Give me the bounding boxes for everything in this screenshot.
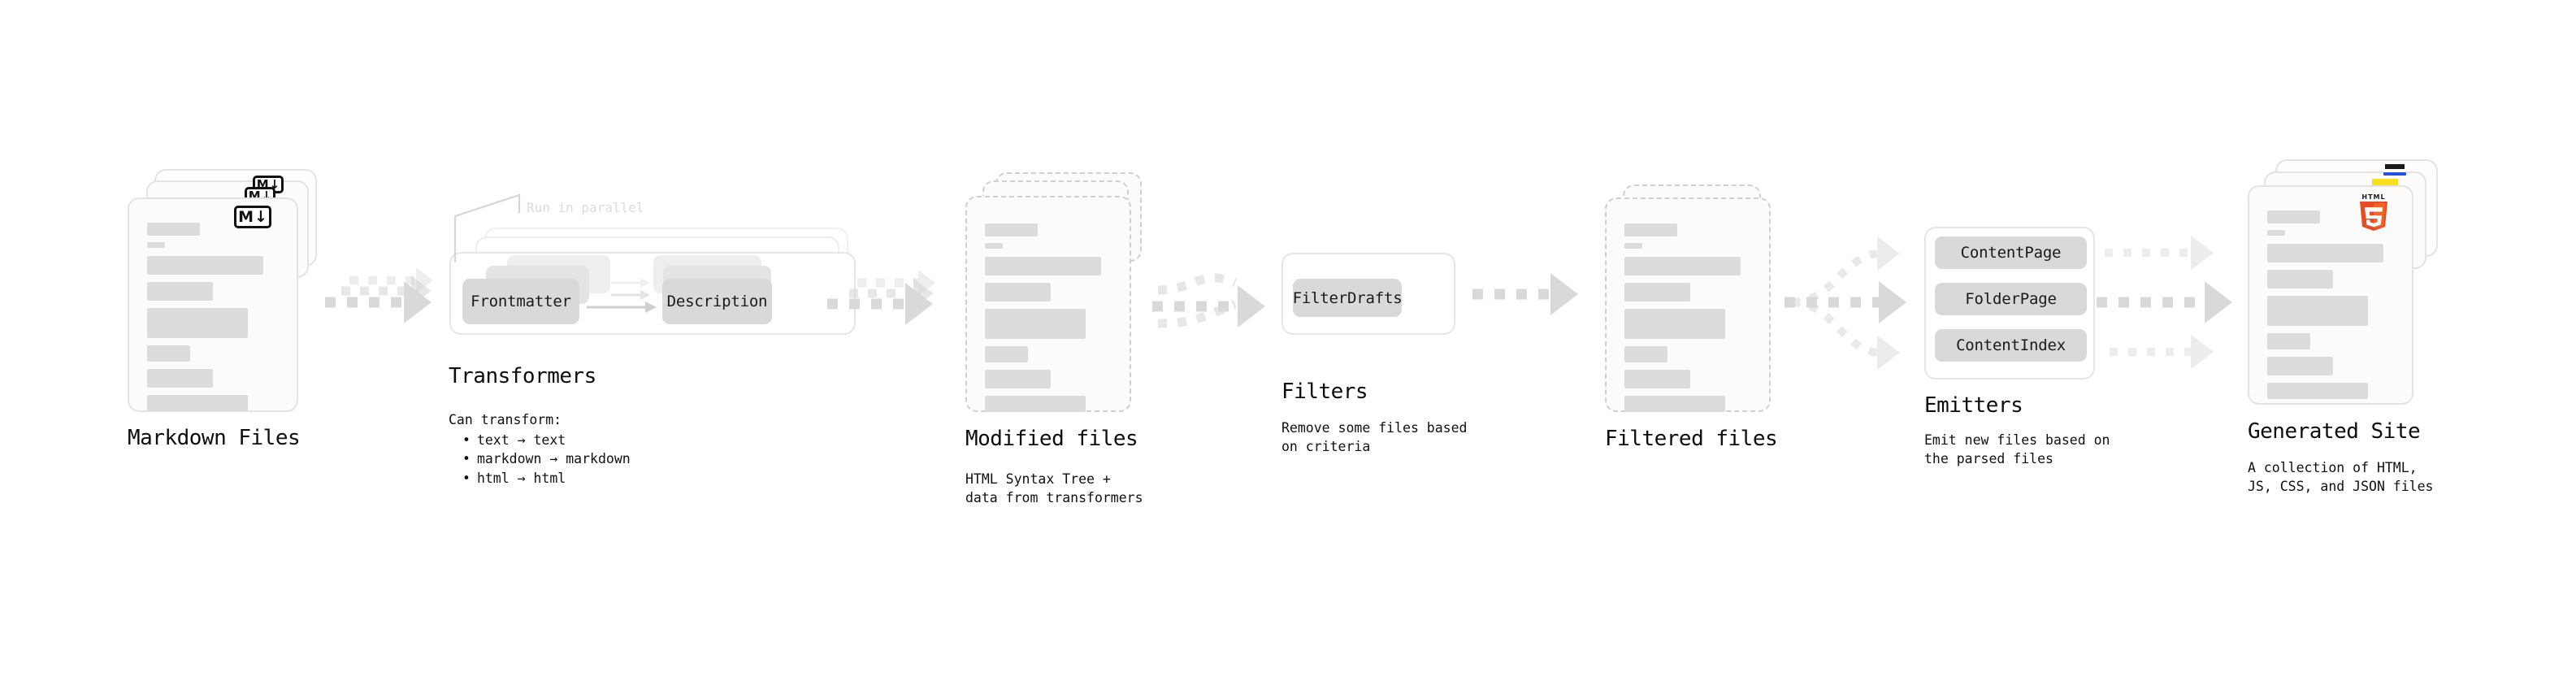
emitter-chip-contentpage[interactable]: ContentPage [1935,236,2087,269]
filter-chip-filterdrafts[interactable]: FilterDrafts [1292,279,1403,317]
chip-label: FilterDrafts [1292,288,1403,307]
skeleton-line [985,223,1038,236]
skeleton-line [985,346,1028,362]
skeleton-line [147,242,165,248]
skeleton-line [1624,243,1642,249]
skeleton-line [2267,357,2333,375]
skeleton-line [147,369,213,388]
transformer-chip-description[interactable]: Description [662,279,772,324]
html5-badge: HTML [2357,193,2390,232]
markdown-card-front [128,197,298,412]
run-in-parallel-label: Run in parallel [527,200,644,215]
generated-site-subtitle: A collection of HTML, JS, CSS, and JSON … [2248,460,2434,495]
emitters-subtitle: Emit new files based on the parsed files [1924,432,2110,467]
skeleton-line [985,283,1051,301]
skeleton-line [147,282,213,301]
arrow-filters-to-filtered [1472,273,1578,315]
markdown-files-title: Markdown Files [128,426,301,450]
markdown-badge: M↓ [234,206,271,228]
modified-files-title: Modified files [965,427,1138,451]
skeleton-line [1624,223,1677,236]
skeleton-line [1624,346,1667,362]
skeleton-line [2267,296,2368,326]
filtered-card-front [1605,197,1771,412]
skeleton-line [1624,309,1725,339]
skeleton-line [2267,244,2383,262]
skeleton-line [2267,230,2285,236]
skeleton-line [985,257,1101,275]
arrow-modified-to-filters [1152,273,1265,328]
html5-badge-wordmark: HTML [2361,193,2386,201]
skeleton-line [147,256,263,275]
skeleton-line [985,370,1051,388]
skeleton-line [985,243,1003,249]
chip-label: Frontmatter [471,293,571,310]
generated-card-front [2248,185,2413,405]
skeleton-line [1624,283,1690,301]
skeleton-line [147,395,248,411]
skeleton-line [2267,210,2320,223]
arrow-emitters-to-site [2097,235,2232,370]
skeleton-line [2267,333,2310,349]
arrow-filtered-to-emitters [1785,236,1906,371]
transformer-chip-frontmatter[interactable]: Frontmatter [462,279,579,324]
chip-label: ContentPage [1960,244,2062,262]
transformers-bullet-list: text → text markdown → markdown html → h… [449,431,631,488]
transformers-title: Transformers [449,364,596,388]
chip-label: ContentIndex [1956,336,2066,354]
chip-label: Description [666,293,768,310]
list-item: html → html [462,469,631,488]
list-item: markdown → markdown [462,449,631,468]
emitter-chip-folderpage[interactable]: FolderPage [1935,283,2087,315]
skeleton-line [2267,383,2368,399]
modified-files-subtitle: HTML Syntax Tree + data from transformer… [965,471,1143,506]
skeleton-line [147,223,200,236]
filtered-files-title: Filtered files [1605,427,1778,451]
skeleton-line [1624,370,1690,388]
markdown-badge-letter: M [238,207,254,226]
transformers-intro: Can transform: [449,412,562,427]
chip-label: FolderPage [1965,290,2057,308]
skeleton-line [147,345,190,362]
modified-card-front [965,196,1131,412]
list-item: text → text [462,431,631,449]
generated-site-title: Generated Site [2248,419,2421,444]
arrow-markdown-to-transformers [325,267,434,323]
skeleton-line [2267,270,2333,288]
filters-title: Filters [1281,380,1368,404]
markdown-badge-arrow-icon: ↓ [254,207,267,226]
filters-subtitle: Remove some files based on criteria [1281,420,1468,455]
skeleton-line [147,308,248,338]
skeleton-line [985,309,1086,339]
skeleton-line [1624,396,1725,412]
skeleton-line [1624,257,1741,275]
skeleton-line [985,396,1086,412]
css-badge [2383,163,2406,176]
emitter-chip-contentindex[interactable]: ContentIndex [1935,329,2087,362]
emitters-title: Emitters [1924,393,2023,418]
